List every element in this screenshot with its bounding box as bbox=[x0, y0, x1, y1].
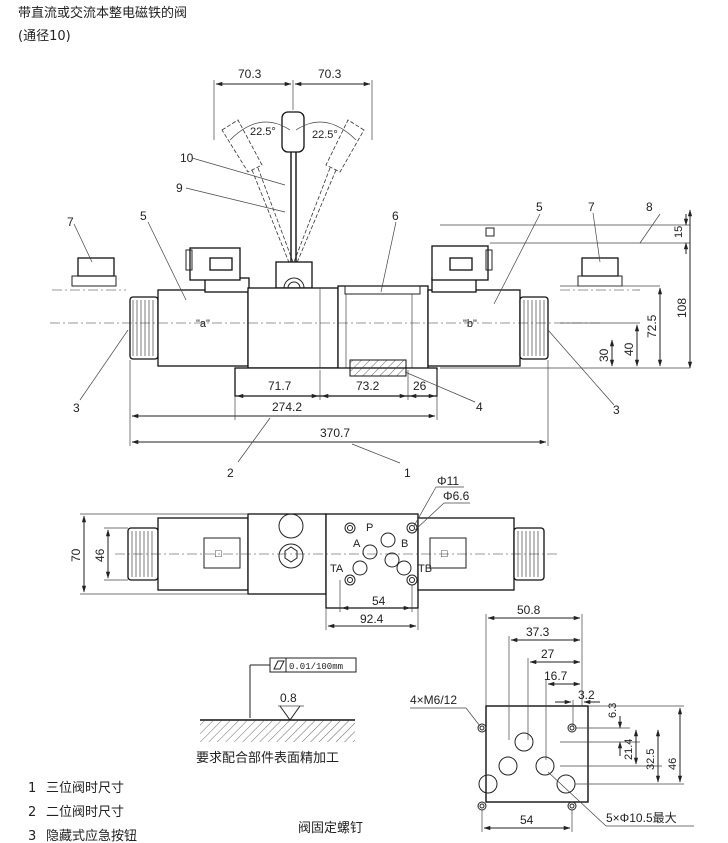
callout-3-left: 3 bbox=[73, 401, 80, 415]
surface-spec: 0.01/100mm 0.8 要求配合部件表面精加工 bbox=[196, 657, 357, 766]
dim-lever-left: 70.3 bbox=[238, 67, 262, 81]
dim-27: 27 bbox=[541, 647, 555, 661]
dim-26: 26 bbox=[413, 379, 427, 393]
legend-text-1: 三位阀时尺寸 bbox=[46, 781, 124, 796]
port-p: P bbox=[366, 522, 373, 534]
page-title: 带直流或交流本整电磁铁的阀 bbox=[18, 5, 187, 21]
dim-70: 70 bbox=[69, 548, 83, 562]
dim-72-5: 72.5 bbox=[645, 314, 659, 338]
dim-3-2: 3.2 bbox=[578, 688, 595, 702]
angle-left: 22.5° bbox=[250, 126, 276, 138]
dim-54-pattern: 54 bbox=[520, 813, 534, 827]
callout-1: 1 bbox=[404, 466, 411, 480]
port-ta: TA bbox=[330, 563, 344, 575]
legend-text-3: 隐藏式应急按钮 bbox=[46, 828, 137, 843]
callout-5-left: 5 bbox=[140, 209, 147, 223]
dim-40: 40 bbox=[622, 342, 636, 356]
top-view: □ □ P A B TA TB Φ11 bbox=[69, 474, 560, 630]
dim-6-3: 6.3 bbox=[607, 703, 619, 718]
dim-92-4: 92.4 bbox=[360, 612, 384, 626]
dim-50-8: 50.8 bbox=[517, 603, 541, 617]
callout-10: 10 bbox=[180, 151, 194, 165]
dim-16-7: 16.7 bbox=[544, 669, 568, 683]
legend-num-1: 1 bbox=[28, 781, 36, 796]
solenoid-a-label: "a" bbox=[196, 318, 210, 330]
dim-15: 15 bbox=[673, 226, 685, 238]
thread-spec: 4×M6/12 bbox=[410, 693, 457, 707]
dim-30: 30 bbox=[597, 348, 611, 362]
dim-32-5: 32.5 bbox=[645, 749, 657, 770]
dim-46-top: 46 bbox=[93, 548, 107, 562]
callout-4: 4 bbox=[476, 400, 483, 414]
legend: 1 三位阀时尺寸 2 二位阀时尺寸 3 隐藏式应急按钮 bbox=[28, 781, 137, 843]
dim-phi6-6: Φ6.6 bbox=[443, 489, 470, 503]
holes-spec: 5×Φ10.5最大 bbox=[606, 811, 677, 825]
callout-8: 8 bbox=[646, 200, 653, 214]
roughness-value: 0.8 bbox=[280, 691, 297, 705]
dim-370-7: 370.7 bbox=[320, 426, 350, 440]
dim-73-2: 73.2 bbox=[356, 379, 380, 393]
legend-num-2: 2 bbox=[28, 805, 36, 820]
dim-37-3: 37.3 bbox=[526, 625, 550, 639]
port-a: A bbox=[353, 538, 361, 550]
angle-right: 22.5° bbox=[312, 129, 338, 141]
mounting-pattern: 50.8 37.3 27 16.7 3.2 6.3 21.4 32.5 bbox=[298, 603, 694, 836]
callout-7-right: 7 bbox=[588, 200, 595, 214]
callout-9: 9 bbox=[176, 181, 183, 195]
dim-phi11: Φ11 bbox=[437, 474, 459, 488]
surface-note: 要求配合部件表面精加工 bbox=[196, 751, 339, 766]
dim-54-top: 54 bbox=[372, 594, 386, 608]
dim-108: 108 bbox=[675, 298, 689, 318]
dim-21-4: 21.4 bbox=[623, 739, 635, 760]
solenoid-b-label: "b" bbox=[463, 318, 477, 330]
port-b: B bbox=[401, 538, 408, 550]
callout-7-left: 7 bbox=[67, 215, 74, 229]
front-view: 70.3 70.3 22.5° 22.5° 10 9 bbox=[50, 67, 693, 480]
legend-num-3: 3 bbox=[28, 829, 36, 843]
pattern-caption: 阀固定螺钉 bbox=[298, 821, 363, 836]
dim-274-2: 274.2 bbox=[272, 400, 302, 414]
legend-text-2: 二位阀时尺寸 bbox=[46, 805, 124, 820]
callout-2: 2 bbox=[227, 466, 234, 480]
flatness-tolerance: 0.01/100mm bbox=[289, 662, 343, 672]
dim-71-7: 71.7 bbox=[268, 379, 292, 393]
callout-5-right: 5 bbox=[536, 200, 543, 214]
callout-6: 6 bbox=[392, 209, 399, 223]
page-subtitle: (通径10) bbox=[18, 29, 71, 44]
dim-lever-right: 70.3 bbox=[318, 67, 342, 81]
dim-46-pattern: 46 bbox=[667, 758, 679, 770]
callout-3-right: 3 bbox=[613, 403, 620, 417]
port-tb: TB bbox=[418, 563, 432, 575]
